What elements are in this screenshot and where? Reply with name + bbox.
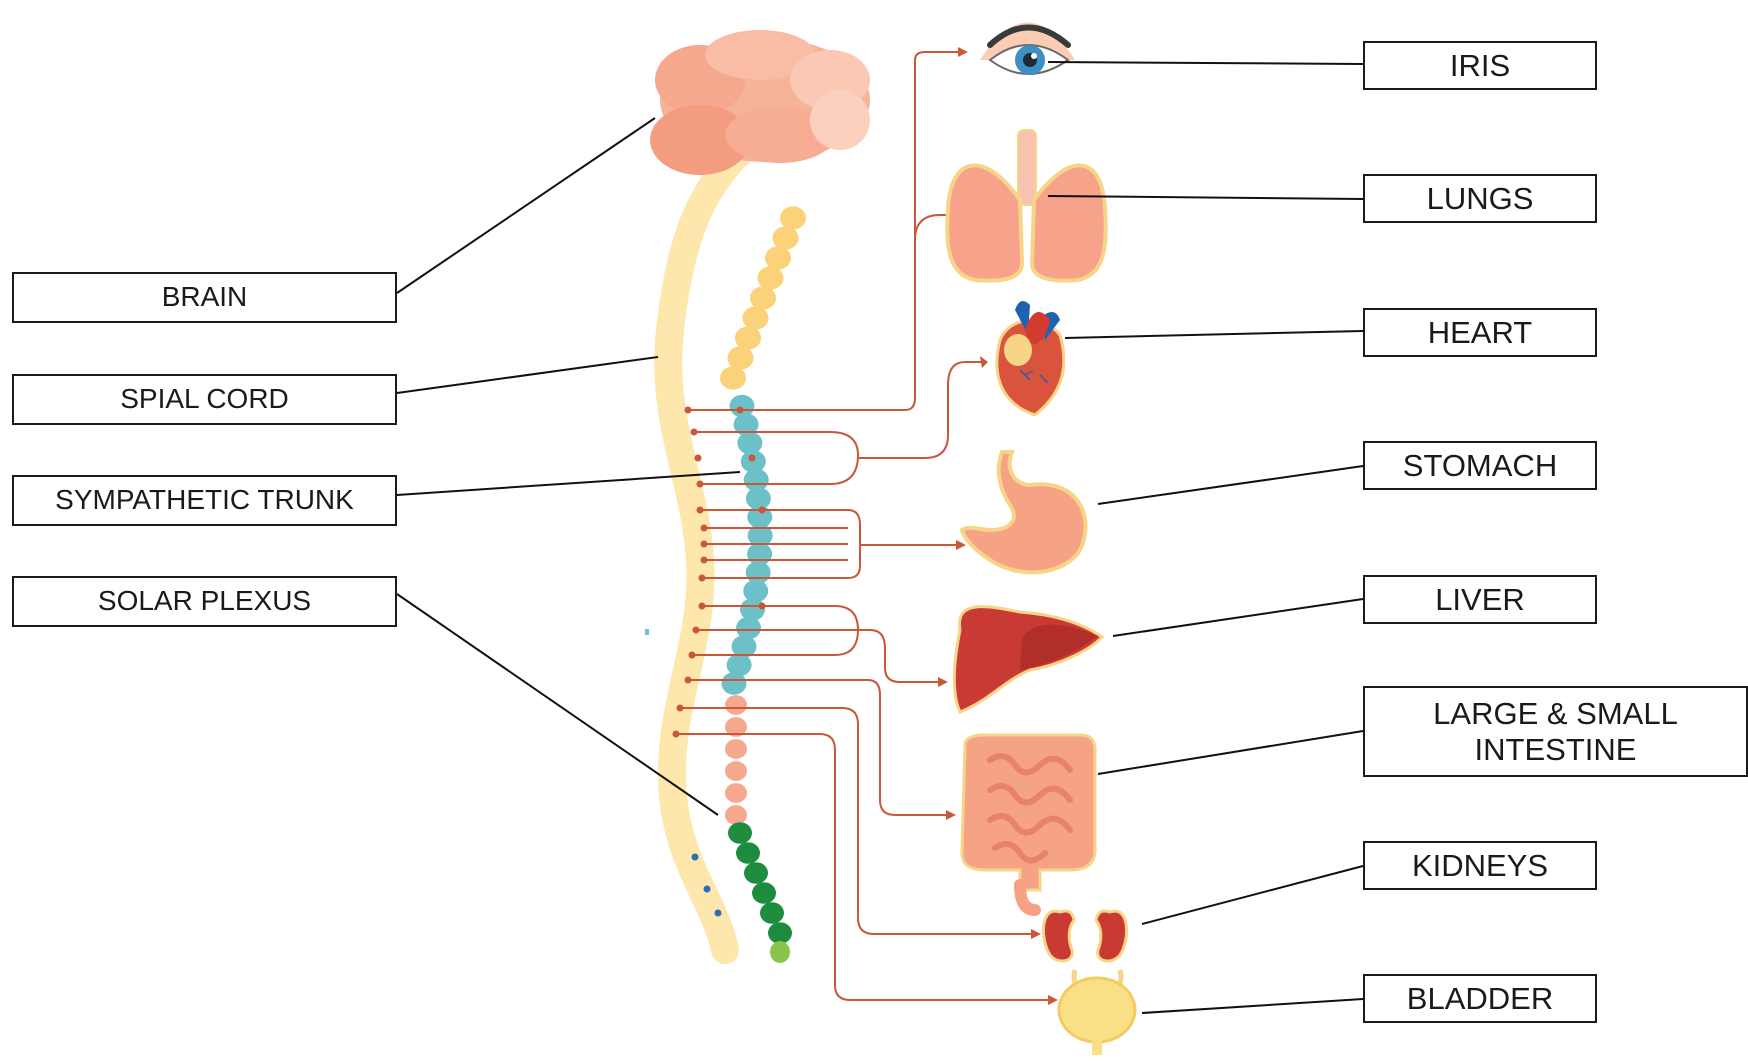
label-spinal-cord-text: SPIAL CORD xyxy=(120,383,289,415)
trunk-ganglion xyxy=(760,902,784,924)
trunk-ganglion xyxy=(728,346,754,369)
label-bladder: BLADDER xyxy=(1363,974,1597,1023)
label-iris: IRIS xyxy=(1363,41,1597,90)
trunk-ganglion xyxy=(780,206,806,229)
trunk-ganglion xyxy=(743,306,769,329)
intestine-illustration xyxy=(962,735,1095,910)
heart-illustration xyxy=(997,301,1064,415)
label-heart-text: HEART xyxy=(1428,315,1533,351)
label-brain: BRAIN xyxy=(12,272,397,323)
label-heart: HEART xyxy=(1363,308,1597,357)
lungs-illustration xyxy=(947,130,1106,281)
liver-illustration xyxy=(954,607,1102,712)
label-intestine-line1: LARGE & SMALL xyxy=(1433,696,1678,732)
trunk-ganglion xyxy=(736,842,760,864)
trunk-ganglion xyxy=(725,739,747,759)
label-iris-text: IRIS xyxy=(1450,48,1510,84)
trunk-ganglion xyxy=(758,266,784,289)
trunk-ganglion xyxy=(722,672,747,695)
label-kidneys: KIDNEYS xyxy=(1363,841,1597,890)
trunk-ganglion xyxy=(725,761,747,781)
label-liver-text: LIVER xyxy=(1435,582,1525,618)
trunk-ganglion xyxy=(752,882,776,904)
trunk-ganglion xyxy=(735,326,761,349)
label-sympathetic-trunk: SYMPATHETIC TRUNK xyxy=(12,475,397,526)
sympathetic-trunk xyxy=(720,206,806,963)
bladder-illustration xyxy=(1059,970,1135,1055)
label-spinal-cord: SPIAL CORD xyxy=(12,374,397,425)
label-lungs-text: LUNGS xyxy=(1427,181,1534,217)
stray-mark xyxy=(645,629,649,635)
label-kidneys-text: KIDNEYS xyxy=(1412,848,1548,884)
label-brain-text: BRAIN xyxy=(162,281,248,313)
trunk-ganglion xyxy=(773,226,799,249)
trunk-ganglion xyxy=(744,862,768,884)
kidneys-illustration xyxy=(1043,911,1126,961)
brain-illustration xyxy=(650,30,870,175)
trunk-ganglion xyxy=(725,805,747,825)
label-solar-plexus: SOLAR PLEXUS xyxy=(12,576,397,627)
trunk-ganglion xyxy=(736,617,761,640)
label-stomach: STOMACH xyxy=(1363,441,1597,490)
trunk-ganglion xyxy=(765,246,791,269)
label-stomach-text: STOMACH xyxy=(1403,448,1557,484)
label-sympathetic-trunk-text: SYMPATHETIC TRUNK xyxy=(55,484,354,516)
trunk-ganglion xyxy=(720,366,746,389)
trunk-ganglion xyxy=(725,783,747,803)
label-intestine-line2: INTESTINE xyxy=(1475,732,1637,768)
trunk-ganglion xyxy=(768,922,792,944)
trunk-ganglion xyxy=(750,286,776,309)
eye-illustration xyxy=(980,23,1075,76)
label-intestine: LARGE & SMALL INTESTINE xyxy=(1363,686,1748,777)
trunk-ganglion xyxy=(725,695,747,715)
stomach-illustration xyxy=(962,452,1086,572)
label-lungs: LUNGS xyxy=(1363,174,1597,223)
leader-lines xyxy=(397,62,1363,1013)
trunk-ganglion xyxy=(728,822,752,844)
label-bladder-text: BLADDER xyxy=(1407,981,1553,1017)
label-liver: LIVER xyxy=(1363,575,1597,624)
label-solar-plexus-text: SOLAR PLEXUS xyxy=(98,585,311,617)
trunk-coccygeal-tip xyxy=(770,941,790,963)
